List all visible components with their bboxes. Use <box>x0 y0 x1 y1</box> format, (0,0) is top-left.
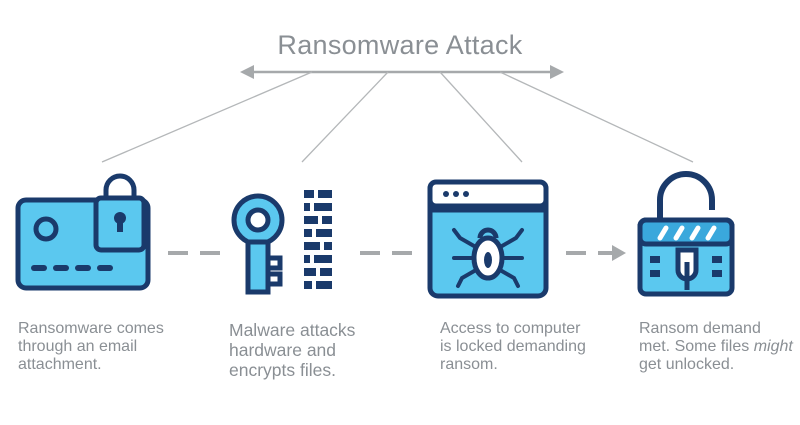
fan-lines <box>101 71 694 163</box>
step-3-line-3: ransom. <box>440 356 498 373</box>
connector-3-arrow <box>566 245 626 261</box>
step-1-line-1: Ransomware comes <box>18 320 164 337</box>
step-2-line-2: hardware and <box>229 340 337 360</box>
diagram-title: Ransomware Attack <box>277 30 523 60</box>
title-double-arrow <box>240 65 564 79</box>
step-1-line-3: attachment. <box>18 356 102 373</box>
step-2-caption: Malware attacks hardware and encrypts fi… <box>229 320 399 380</box>
step-4-text-post: get unlocked. <box>639 356 735 373</box>
bug-window-icon <box>427 179 549 299</box>
step-1-line-2: through an email <box>18 338 138 355</box>
unlocked-padlock-icon <box>637 171 735 297</box>
step-4-text-pre: Ransom demand met. Some files <box>639 320 761 355</box>
step-4-caption: Ransom demand met. Some files might get … <box>639 320 794 374</box>
step-1-caption: Ransomware comes through an email attach… <box>18 320 188 374</box>
step-2-line-3: encrypts files. <box>229 360 336 380</box>
step-2-line-1: Malware attacks <box>229 320 356 340</box>
key-binary-icon <box>231 190 332 295</box>
step-4-emphasis: might <box>753 338 793 355</box>
card-lock-icon <box>15 173 151 291</box>
step-3-line-1: Access to computer <box>440 320 581 337</box>
step-3-caption: Access to computer is locked demanding r… <box>440 320 610 374</box>
step-3-line-2: is locked demanding <box>440 338 586 355</box>
